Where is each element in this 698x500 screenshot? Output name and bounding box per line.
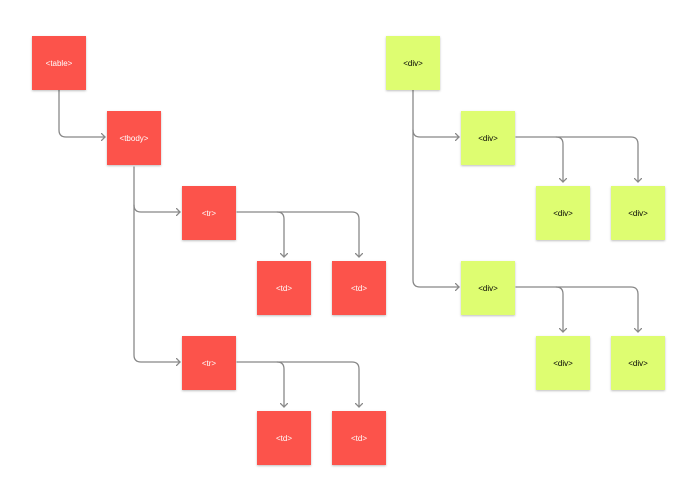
edge-tr1-td1 xyxy=(236,211,284,257)
edge-tr2-td1 xyxy=(236,361,284,407)
div-root-node[interactable]: <div> xyxy=(386,36,440,90)
div-child-node[interactable]: <div> xyxy=(461,111,515,165)
edge-div-div1 xyxy=(412,89,459,137)
div-leaf-node[interactable]: <div> xyxy=(611,336,665,390)
tbody-node[interactable]: <tbody> xyxy=(107,111,161,165)
edge-tr2-td2 xyxy=(276,361,359,407)
edge-table-tbody xyxy=(58,89,105,137)
edge-div2-c2 xyxy=(555,286,638,332)
edge-div-div2 xyxy=(412,129,459,287)
tr-node[interactable]: <tr> xyxy=(182,336,236,390)
td-node[interactable]: <td> xyxy=(257,411,311,465)
tr-node[interactable]: <tr> xyxy=(182,186,236,240)
edge-div2-c1 xyxy=(515,286,563,332)
edge-tbody-tr2 xyxy=(133,204,180,362)
div-leaf-node[interactable]: <div> xyxy=(536,336,590,390)
div-leaf-node[interactable]: <div> xyxy=(611,186,665,240)
table-node[interactable]: <table> xyxy=(32,36,86,90)
edge-div1-c2 xyxy=(555,136,638,182)
div-leaf-node[interactable]: <div> xyxy=(536,186,590,240)
edge-div1-c1 xyxy=(515,136,563,182)
td-node[interactable]: <td> xyxy=(257,261,311,315)
edge-tr1-td2 xyxy=(276,211,359,257)
div-child-node[interactable]: <div> xyxy=(461,261,515,315)
edge-tbody-tr1 xyxy=(133,166,180,212)
td-node[interactable]: <td> xyxy=(332,261,386,315)
td-node[interactable]: <td> xyxy=(332,411,386,465)
